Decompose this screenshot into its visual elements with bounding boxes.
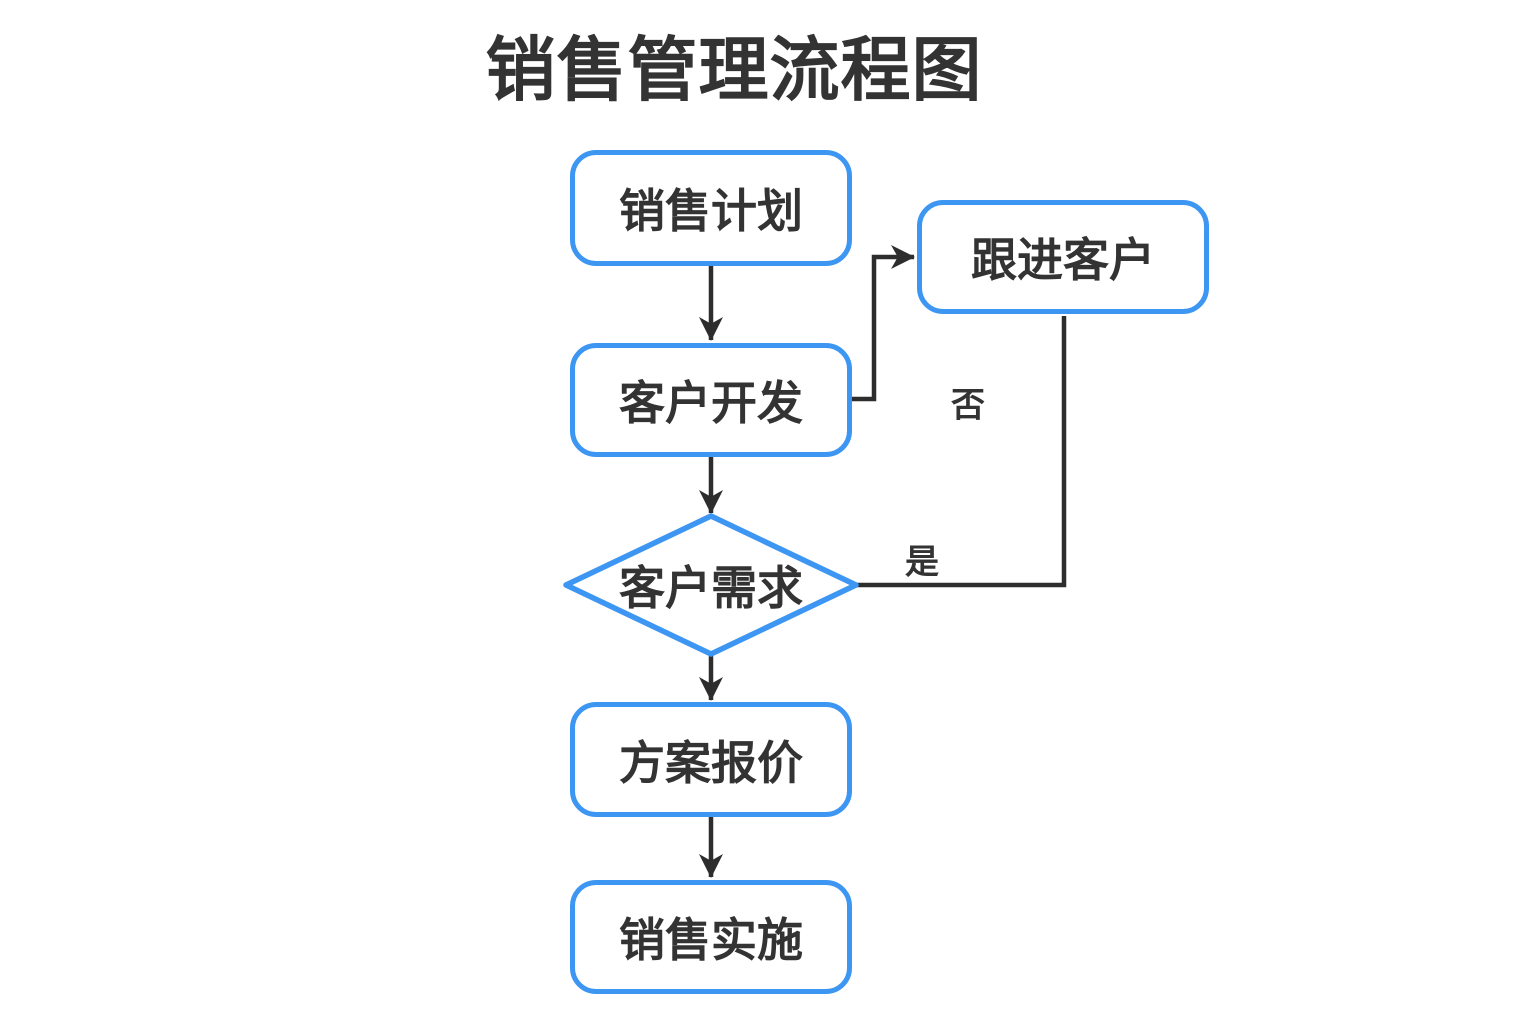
node-sales-implementation: 销售实施	[570, 880, 852, 994]
node-sales-plan: 销售计划	[570, 150, 852, 266]
node-customer-development: 客户开发	[570, 343, 852, 457]
node-proposal-quote: 方案报价	[570, 702, 852, 817]
node-follow-up-customer: 跟进客户	[917, 200, 1209, 314]
node-customer-demand-label: 客户需求	[619, 562, 803, 614]
decision-customer-demand-shape	[563, 513, 859, 657]
edge-label-yes: 是	[905, 543, 939, 582]
node-customer-development-label: 客户开发	[619, 377, 803, 429]
page-title: 销售管理流程图	[485, 31, 983, 109]
node-proposal-quote-label: 方案报价	[619, 736, 803, 789]
node-sales-implementation-label: 销售实施	[619, 914, 803, 966]
edge-customer-development-to-follow-up-customer	[852, 245, 915, 402]
node-sales-plan-label: 销售计划	[619, 185, 803, 237]
edge-label-no: 否	[951, 386, 985, 425]
edge-customer-demand-to-follow-up-customer	[856, 316, 1067, 588]
node-follow-up-customer-label: 跟进客户	[971, 234, 1155, 286]
